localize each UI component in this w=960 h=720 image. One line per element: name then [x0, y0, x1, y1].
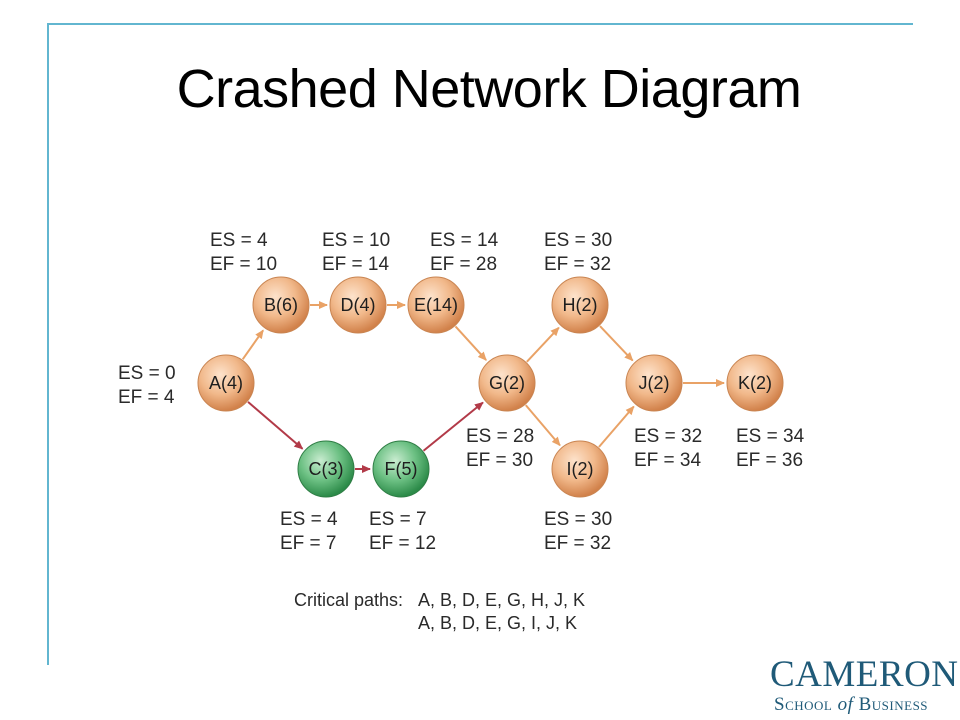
slide-title: Crashed Network Diagram [176, 59, 802, 119]
time-label-i-ef: EF = 32 [544, 533, 611, 554]
edge-g-h [526, 326, 560, 363]
time-label-k-ef: EF = 36 [736, 450, 803, 471]
logo-line-1: CAMERON [770, 654, 959, 695]
time-label-b-es: ES = 4 [210, 230, 268, 251]
edge-e-g [454, 325, 487, 361]
time-label-f-ef: EF = 12 [369, 533, 436, 554]
logo-line-2: School of Business [774, 694, 950, 716]
time-label-a-es: ES = 0 [118, 363, 176, 384]
node-label-d: D(4) [341, 295, 376, 315]
node-label-c: C(3) [309, 459, 344, 479]
time-label-g-ef: EF = 30 [466, 450, 533, 471]
time-label-j-ef: EF = 34 [634, 450, 701, 471]
edges-layer [241, 301, 725, 473]
critical-path-1: A, B, D, E, G, H, J, K [418, 590, 585, 610]
time-label-i-es: ES = 30 [544, 509, 612, 530]
nodes-layer: A(4) B(6) D(4) E(14) C(3) F(5) G(2) H(2) I(2) J(2… [197, 276, 784, 498]
node-circle-f [372, 440, 430, 498]
node-circle-g [478, 354, 536, 412]
node-f: F(5) [372, 440, 430, 498]
node-circle-e [407, 276, 465, 334]
time-label-k-es: ES = 34 [736, 426, 805, 447]
time-label-e-es: ES = 14 [430, 230, 499, 251]
node-c: C(3) [297, 440, 355, 498]
critical-paths-label: Critical paths: [294, 590, 403, 610]
node-k: K(2) [726, 354, 784, 412]
node-label-f: F(5) [385, 459, 418, 479]
node-label-k: K(2) [738, 373, 772, 393]
node-label-a: A(4) [209, 373, 243, 393]
time-label-d-ef: EF = 14 [322, 254, 389, 275]
edge-f-g [422, 401, 484, 452]
node-j: J(2) [625, 354, 683, 412]
node-label-b: B(6) [264, 295, 298, 315]
node-label-i: I(2) [567, 459, 594, 479]
node-label-j: J(2) [639, 373, 670, 393]
logo-of: of [837, 694, 854, 715]
node-g: G(2) [478, 354, 536, 412]
labels-layer: ES = 0 EF = 4 ES = 4 EF = 10 ES = 10 EF = 14 E… [118, 230, 805, 554]
frame-left-line [47, 23, 49, 665]
node-circle-c [297, 440, 355, 498]
node-a: A(4) [197, 354, 255, 412]
node-e: E(14) [407, 276, 465, 334]
edge-a-c [247, 401, 304, 450]
node-circle-b [252, 276, 310, 334]
edge-a-b [241, 329, 264, 360]
time-label-c-es: ES = 4 [280, 509, 338, 530]
time-label-h-es: ES = 30 [544, 230, 612, 251]
critical-path-2: A, B, D, E, G, I, J, K [418, 613, 577, 633]
node-circle-h [551, 276, 609, 334]
time-label-c-ef: EF = 7 [280, 533, 337, 554]
edge-i-j [598, 405, 635, 448]
node-label-h: H(2) [563, 295, 598, 315]
time-label-e-ef: EF = 28 [430, 254, 497, 275]
time-label-b-ef: EF = 10 [210, 254, 277, 275]
logo-business: Business [853, 694, 929, 715]
node-circle-a [197, 354, 255, 412]
node-circle-d [329, 276, 387, 334]
node-label-e: E(14) [414, 295, 458, 315]
logo-school: School [774, 694, 838, 715]
time-label-g-es: ES = 28 [466, 426, 534, 447]
time-label-a-ef: EF = 4 [118, 387, 175, 408]
node-circle-k [726, 354, 784, 412]
node-i: I(2) [551, 440, 609, 498]
node-d: D(4) [329, 276, 387, 334]
node-b: B(6) [252, 276, 310, 334]
edge-h-j [599, 325, 634, 362]
time-label-d-es: ES = 10 [322, 230, 390, 251]
time-label-f-es: ES = 7 [369, 509, 427, 530]
node-circle-j [625, 354, 683, 412]
frame-top-line [47, 23, 913, 25]
edge-g-i [525, 404, 561, 447]
node-h: H(2) [551, 276, 609, 334]
time-label-j-es: ES = 32 [634, 426, 702, 447]
time-label-h-ef: EF = 32 [544, 254, 611, 275]
critical-paths: Critical paths: A, B, D, E, G, H, J, K A… [294, 590, 585, 633]
cameron-logo: CAMERON School of Business [770, 654, 959, 716]
node-circle-i [551, 440, 609, 498]
node-label-g: G(2) [489, 373, 525, 393]
